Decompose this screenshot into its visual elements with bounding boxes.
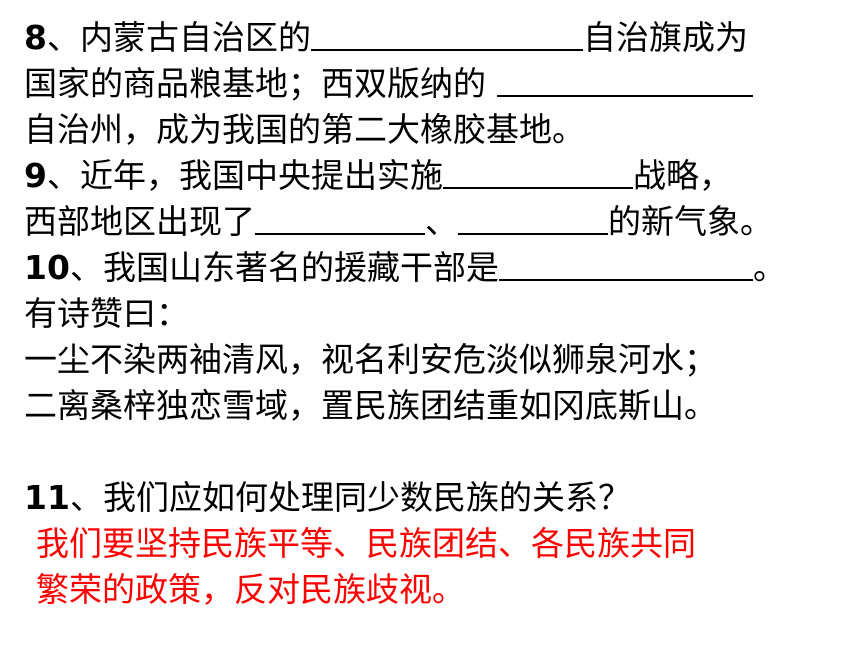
q8-line2-text: 国家的商品粮基地；西双版纳的 xyxy=(24,64,497,103)
q8-line2: 国家的商品粮基地；西双版纳的 xyxy=(24,62,753,106)
q10-poem-line1: 一尘不染两袖清风，视名利安危淡似狮泉河水； xyxy=(24,338,717,382)
q8-blank-2[interactable] xyxy=(496,65,753,97)
q10-line2: 有诗赞曰： xyxy=(24,292,189,336)
q11-answer-line2: 繁荣的政策，反对民族歧视。 xyxy=(36,568,465,612)
q9-line2-sep: 、 xyxy=(425,202,458,241)
q10-number: 10 xyxy=(24,248,70,287)
q11-answer-line2-text: 繁荣的政策，反对民族歧视。 xyxy=(36,570,465,609)
q11-answer-line1: 我们要坚持民族平等、民族团结、各民族共同 xyxy=(36,522,696,566)
q8-line3: 自治州，成为我国的第二大橡胶基地。 xyxy=(24,108,585,152)
q9-line2-tail: 的新气象。 xyxy=(608,202,773,241)
q8-line1-tail: 自治旗成为 xyxy=(582,18,748,57)
q8-line1-text: 、内蒙古自治区的 xyxy=(46,18,311,57)
q10-line2-text: 有诗赞曰： xyxy=(24,294,189,333)
q9-line2-text: 西部地区出现了 xyxy=(24,202,255,241)
q10-poem-line2: 二离桑梓独恋雪域，置民族团结重如冈底斯山。 xyxy=(24,384,717,428)
q10-line1-text: 、我国山东著名的援藏干部是 xyxy=(69,248,499,287)
q8-blank-1[interactable] xyxy=(310,19,583,51)
q10-poem-line1-text: 一尘不染两袖清风，视名利安危淡似狮泉河水； xyxy=(24,340,717,379)
q11-question: 11、我们应如何处理同少数民族的关系？ xyxy=(24,476,631,520)
q11-answer-line1-text: 我们要坚持民族平等、民族团结、各民族共同 xyxy=(36,524,696,563)
q9-line1-tail: 战略， xyxy=(632,156,732,195)
q9-blank-3[interactable] xyxy=(458,203,608,235)
q10-blank-1[interactable] xyxy=(498,249,753,281)
q11-number: 11 xyxy=(24,478,70,517)
q9-line2: 西部地区出现了 、 的新气象。 xyxy=(24,200,773,244)
q10-line1-tail: 。 xyxy=(752,248,786,287)
q8-number: 8 xyxy=(24,18,47,57)
q9-number: 9 xyxy=(24,156,47,195)
q10-poem-line2-text: 二离桑梓独恋雪域，置民族团结重如冈底斯山。 xyxy=(24,386,717,425)
q9-blank-1[interactable] xyxy=(442,157,633,189)
q8-line3-text: 自治州，成为我国的第二大橡胶基地。 xyxy=(24,110,585,149)
q10-line1: 10、我国山东著名的援藏干部是 。 xyxy=(24,246,786,290)
q9-line1-text: 、近年，我国中央提出实施 xyxy=(46,156,443,195)
q11-question-text: 、我们应如何处理同少数民族的关系？ xyxy=(69,478,631,517)
q9-blank-2[interactable] xyxy=(255,203,425,235)
q8-line1: 8、内蒙古自治区的 自治旗成为 xyxy=(24,16,748,60)
q9-line1: 9、近年，我国中央提出实施 战略， xyxy=(24,154,732,198)
